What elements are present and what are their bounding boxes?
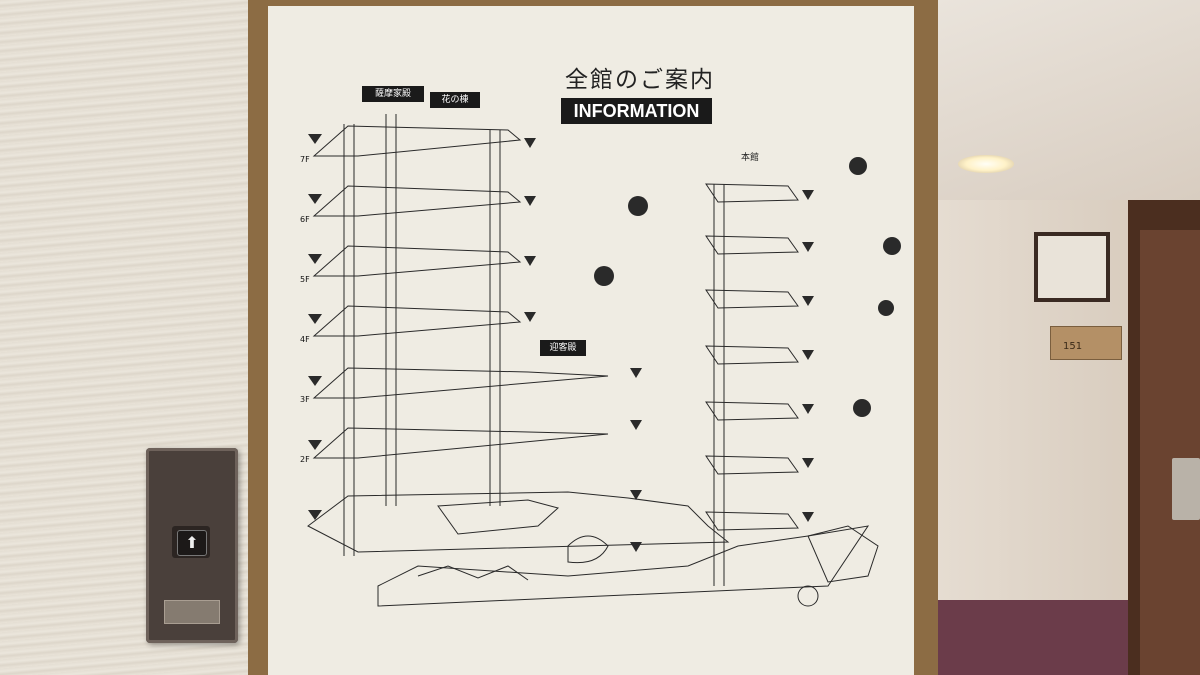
elevator-call-panel: ⬆ xyxy=(146,448,238,643)
building-left-structure xyxy=(307,114,870,607)
floor-label: 6F xyxy=(300,215,310,224)
room-number-sign: 151 xyxy=(1050,326,1122,360)
ceiling-light xyxy=(958,155,1014,173)
garden-detail xyxy=(797,525,879,607)
floor-label: 4F xyxy=(300,335,310,344)
door-panel xyxy=(1140,230,1200,675)
building-label-hana: 花の棟 xyxy=(430,92,480,108)
floor-marker-triangles xyxy=(308,134,814,552)
elevator-plate xyxy=(164,600,220,624)
board-subtitle: INFORMATION xyxy=(561,98,712,124)
building-label-satsuma: 薩摩家殿 xyxy=(362,86,424,102)
floor-label: 7F xyxy=(300,155,310,164)
corridor-floor xyxy=(930,600,1150,675)
building-label-geikaku: 迎客殿 xyxy=(540,340,586,356)
up-arrow-icon[interactable]: ⬆ xyxy=(177,530,207,556)
floor-label: 5F xyxy=(300,275,310,284)
building-label-honkan: 本館 xyxy=(728,150,772,166)
board-title: 全館のご案内 xyxy=(565,67,715,93)
elevator-button-frame: ⬆ xyxy=(172,526,210,558)
floor-map-drawing xyxy=(307,114,901,607)
pine-tree-decorations xyxy=(594,157,901,417)
room-number: 151 xyxy=(1063,341,1083,352)
wall-lamp xyxy=(1034,232,1110,302)
corridor-ceiling xyxy=(930,0,1200,235)
floor-label: 2F xyxy=(300,455,310,464)
building-right-structure xyxy=(705,183,799,586)
floor-labels-left: 7F 6F 5F 4F 3F 2F xyxy=(300,130,320,496)
floor-label: 3F xyxy=(300,395,310,404)
door-lock xyxy=(1172,458,1200,520)
